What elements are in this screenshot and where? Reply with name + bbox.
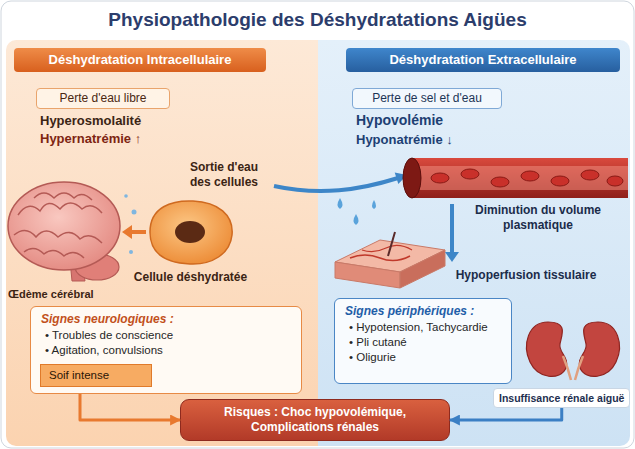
brain-illustration xyxy=(34,193,92,200)
cell-illustration xyxy=(122,225,132,239)
water-flow-arrow xyxy=(274,173,407,191)
tissue-illustration xyxy=(335,262,400,288)
blood-vessel xyxy=(431,173,449,183)
brain-illustration xyxy=(8,182,137,281)
brain-illustration xyxy=(8,182,120,270)
connector-arrow xyxy=(80,394,180,420)
blood-vessel xyxy=(551,176,569,186)
tissue-illustration xyxy=(400,250,445,288)
label: Hypoperfusion tissulaire xyxy=(440,268,612,282)
box-heading: Signes périphériques : xyxy=(345,303,501,319)
label: Hyperosmolalité xyxy=(40,113,141,128)
perfusion-arrow xyxy=(445,252,459,262)
brain-illustration xyxy=(124,194,128,198)
tissue-illustration xyxy=(372,200,376,209)
kidneys-illustration xyxy=(575,356,583,380)
cause-box: Perte de sel et d'eau xyxy=(352,88,502,109)
label: Œdème cérébral xyxy=(8,288,94,300)
bullet-item: • Oligurie xyxy=(345,350,501,365)
tissue-illustration xyxy=(388,232,395,256)
kidneys-illustration xyxy=(563,356,571,380)
diagram-title: Physiopathologie des Déshydratations Aig… xyxy=(0,8,635,31)
tissue-illustration xyxy=(362,245,412,251)
bullet-item: • Agitation, convulsions xyxy=(41,343,291,358)
bullet-item: • Pli cutané xyxy=(345,335,501,350)
cause-box: Perte d'eau libre xyxy=(36,88,170,109)
cell-illustration xyxy=(150,201,232,264)
label: Hypernatrémie ↑ xyxy=(40,131,141,146)
box-text: Perte d'eau libre xyxy=(43,91,163,106)
brain-illustration xyxy=(18,203,102,215)
outcome-box: Insuffisance rénale aiguë xyxy=(493,388,630,408)
risk-box: Risques : Choc hypovolémique, Complicati… xyxy=(180,399,450,441)
brain-illustration xyxy=(132,210,137,215)
box-text: Risques : Choc hypovolémique, Complicati… xyxy=(191,405,439,435)
label: Diminution du volume plasmatique xyxy=(458,203,618,233)
blood-vessel xyxy=(607,176,623,186)
blood-vessel xyxy=(412,166,628,190)
cell-illustration xyxy=(122,201,232,264)
blood-vessel xyxy=(491,177,509,187)
connector-arrow xyxy=(450,408,562,420)
signs-box: Signes neurologiques :• Troubles de cons… xyxy=(30,306,302,394)
tissue-illustration xyxy=(350,255,410,261)
label: Sortie d'eau des cellules xyxy=(180,160,268,190)
blood-vessel xyxy=(403,158,628,198)
highlight-box: Soif intense xyxy=(40,364,152,387)
bullet-item: • Hypotension, Tachycardie xyxy=(345,320,501,335)
tissue-illustration xyxy=(335,198,445,288)
water-flow-arrow xyxy=(274,178,398,191)
box-text: Perte de sel et d'eau xyxy=(359,91,495,106)
panel: Déshydratation ExtracellulairePerte de s… xyxy=(318,40,630,446)
brain-illustration xyxy=(129,250,133,254)
cell-illustration xyxy=(131,230,146,234)
panel-header: Déshydratation Extracellulaire xyxy=(346,48,620,72)
cell-illustration xyxy=(175,221,205,243)
label: Hypovolémie xyxy=(356,112,443,128)
bullet-item: • Troubles de conscience xyxy=(41,328,291,343)
label: Hyponatrémie ↓ xyxy=(356,132,453,147)
tissue-illustration xyxy=(338,198,343,209)
blood-vessel xyxy=(412,158,628,198)
kidneys-illustration xyxy=(527,322,620,380)
blood-vessel xyxy=(521,171,539,181)
panel-header: Déshydratation Intracellulaire xyxy=(14,48,266,72)
box-heading: Signes neurologiques : xyxy=(41,311,291,327)
signs-box: Signes périphériques :• Hypotension, Tac… xyxy=(334,298,512,384)
kidneys-illustration xyxy=(527,322,567,376)
box-text: Soif intense xyxy=(49,368,143,383)
perfusion-arrow xyxy=(450,204,454,253)
blood-vessel xyxy=(581,170,599,180)
brain-illustration xyxy=(24,248,84,258)
label: Cellule déshydratée xyxy=(128,270,253,284)
tissue-illustration xyxy=(354,214,359,225)
box-text: Insuffisance rénale aiguë xyxy=(499,391,624,405)
perfusion-arrow xyxy=(445,204,459,262)
kidneys-illustration xyxy=(579,322,619,376)
brain-illustration xyxy=(14,230,102,243)
blood-vessel xyxy=(461,169,479,179)
blood-vessel xyxy=(403,158,421,198)
